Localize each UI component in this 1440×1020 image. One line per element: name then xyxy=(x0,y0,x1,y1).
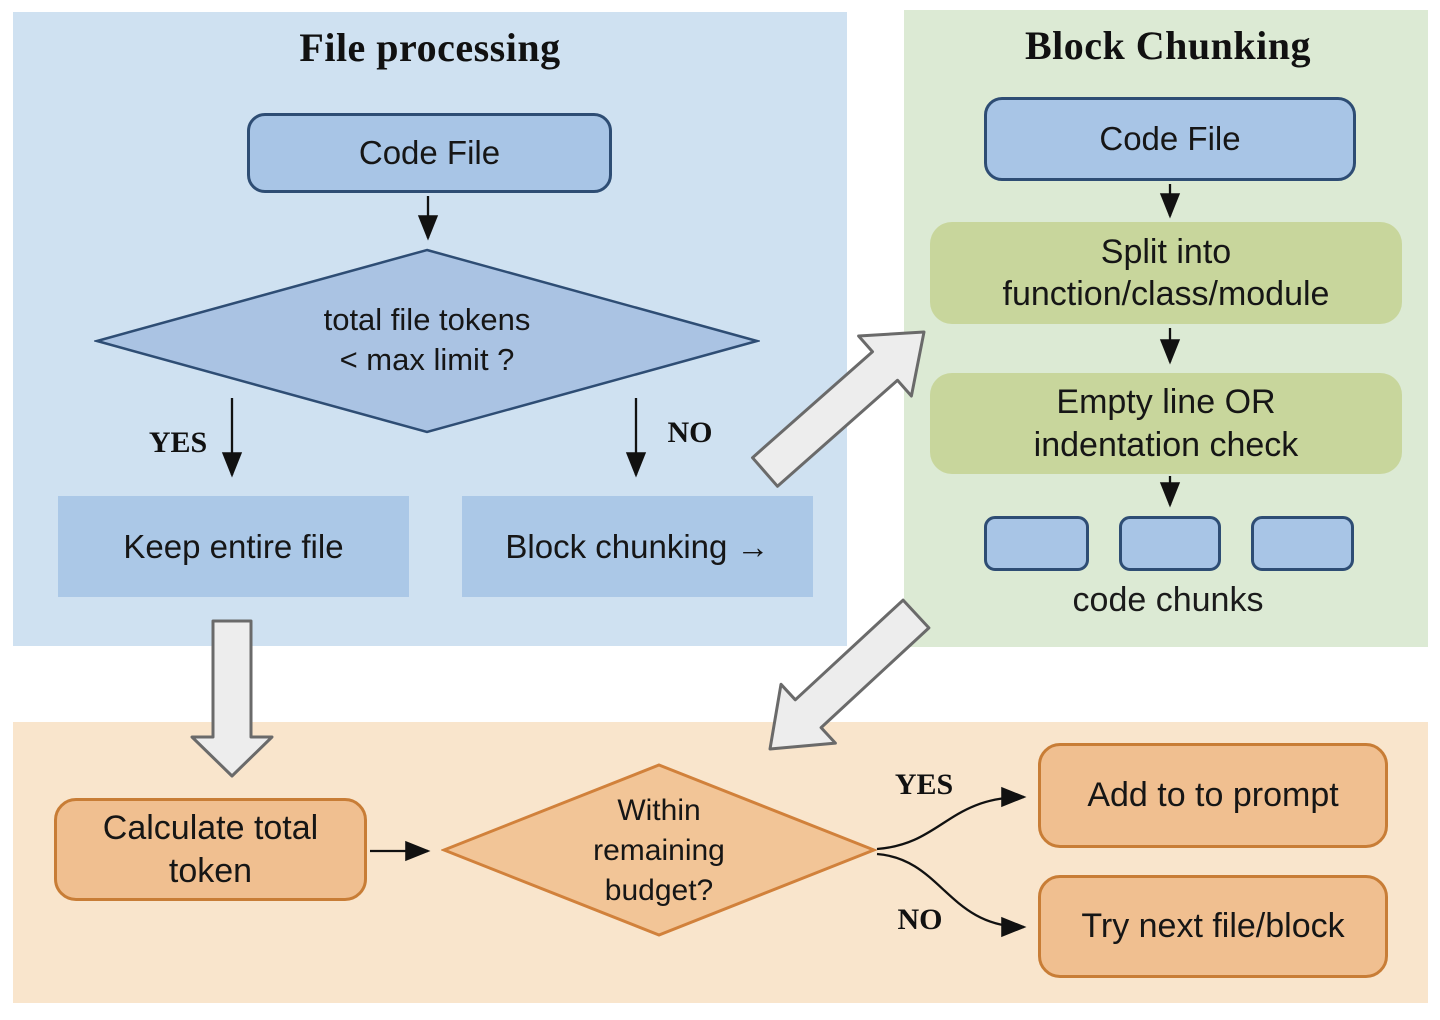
block-chunking-route-node: Block chunking → xyxy=(462,496,813,597)
max-limit-decision-diamond xyxy=(94,248,760,434)
block-chunking-title: Block Chunking xyxy=(1024,23,1312,68)
budget-decision-diamond xyxy=(441,763,877,937)
max-limit-decision-label: total file tokens < max limit ? xyxy=(323,302,531,378)
budget-decision-label: Within remaining budget? xyxy=(593,794,725,907)
code-chunk-box-1 xyxy=(984,516,1089,571)
code-file-node-2: Code File xyxy=(984,97,1356,181)
keep-entire-file-node: Keep entire file xyxy=(58,496,409,597)
no-branch-label-2: NO xyxy=(897,903,943,936)
try-next-node: Try next file/block xyxy=(1038,875,1388,978)
split-step-node: Split into function/class/module xyxy=(930,222,1402,324)
yes-branch-label: YES xyxy=(148,426,208,459)
add-to-prompt-node: Add to to prompt xyxy=(1038,743,1388,848)
empty-line-check-node: Empty line OR indentation check xyxy=(930,373,1402,474)
file-processing-title: File processing xyxy=(299,25,561,70)
code-chunk-box-2 xyxy=(1119,516,1221,571)
calculate-token-node: Calculate total token xyxy=(54,798,367,901)
code-file-node: Code File xyxy=(247,113,612,193)
code-chunks-label: code chunks xyxy=(1072,581,1264,619)
code-chunk-box-3 xyxy=(1251,516,1354,571)
yes-branch-label-2: YES xyxy=(894,768,954,801)
no-branch-label: NO xyxy=(667,416,713,449)
